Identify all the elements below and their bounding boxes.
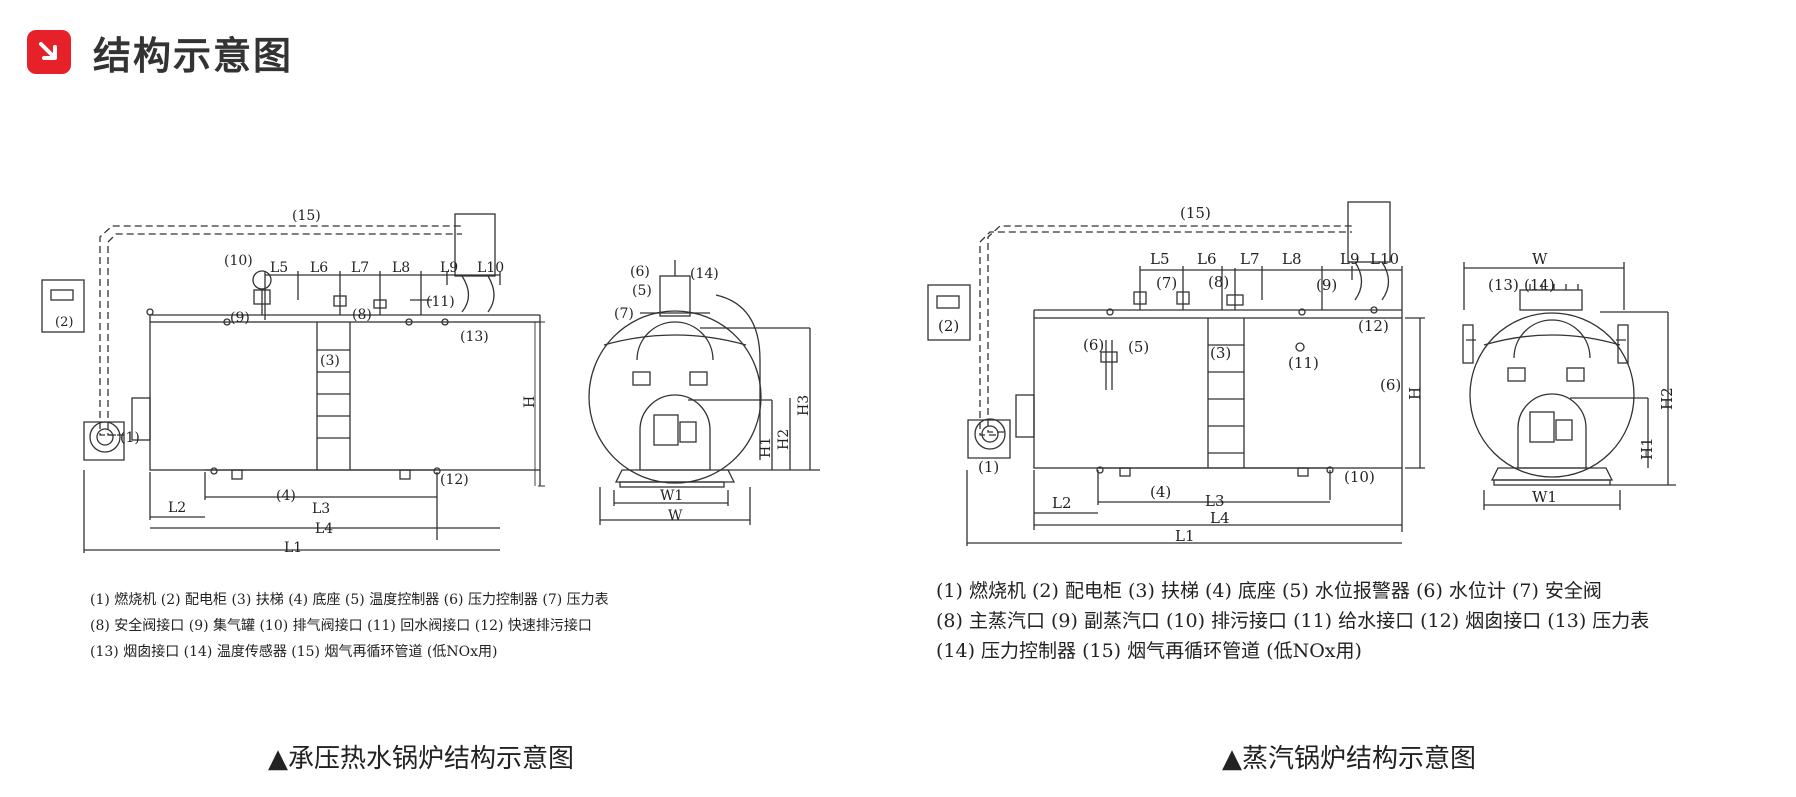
steam-callout-9: (9): [1316, 276, 1337, 294]
hot-water-dim-w1: W1: [660, 488, 683, 504]
steam-callout-15: (15): [1180, 204, 1211, 222]
legend-line: (14) 压力控制器 (15) 烟气再循环管道 (低NOx用): [936, 640, 1362, 662]
hot-water-callout-7: (7): [614, 306, 634, 322]
hot-water-dim-l8: L8: [392, 260, 410, 276]
steam-dim-l4: L4: [1210, 509, 1230, 527]
hot-water-callout-8: (8): [352, 307, 372, 323]
steam-dim-w: W: [1532, 250, 1548, 268]
steam-front-view: [1462, 262, 1676, 510]
steam-callout-1: (1): [978, 458, 999, 476]
steam-dim-h1: H1: [1638, 437, 1656, 460]
steam-callout-6: (6): [1083, 336, 1104, 354]
steam-callout-8: (8): [1208, 273, 1229, 291]
legend-line: (1) 燃烧机 (2) 配电柜 (3) 扶梯 (4) 底座 (5) 水位报警器 …: [936, 580, 1602, 602]
steam-callout-7: (7): [1156, 274, 1177, 292]
hot-water-dim-l9: L9: [440, 260, 458, 276]
steam-dim-l6: L6: [1197, 250, 1217, 268]
steam-dim-l5: L5: [1150, 250, 1170, 268]
steam-caption: ▲蒸汽锅炉结构示意图: [1222, 744, 1476, 774]
arrow-down-right-icon: [27, 30, 71, 74]
steam-dim-w1: W1: [1532, 488, 1557, 506]
steam-dim-h: H: [1406, 387, 1424, 400]
hot-water-callout-14: (14): [690, 266, 719, 282]
steam-side-view: [927, 201, 1425, 546]
steam-dim-l8: L8: [1282, 250, 1302, 268]
page-title: 结构示意图: [93, 33, 294, 78]
steam-callout-12: (12): [1358, 317, 1389, 335]
hot-water-dim-l2: L2: [168, 500, 186, 516]
hot-water-dim-l3: L3: [312, 501, 330, 517]
hot-water-callout-5: (5): [632, 283, 652, 299]
steam-dim-l9: L9: [1340, 250, 1360, 268]
steam-callout-5: (5): [1128, 338, 1149, 356]
hot-water-caption: ▲承压热水锅炉结构示意图: [268, 744, 574, 774]
hot-water-dim-h: H: [522, 396, 538, 408]
hot-water-callout-4: (4): [276, 488, 296, 504]
steam-dim-l7: L7: [1240, 250, 1260, 268]
steam-callout-11: (11): [1288, 354, 1319, 372]
hot-water-callout-11: (11): [426, 294, 455, 310]
steam-callout-6-side: (6): [1380, 376, 1401, 394]
hot-water-callout-10: (10): [224, 253, 253, 269]
hot-water-dim-l10: L10: [477, 260, 504, 276]
hot-water-callout-6: (6): [630, 264, 650, 280]
steam-dim-l1: L1: [1175, 527, 1195, 545]
steam-callout-10: (10): [1344, 468, 1375, 486]
hot-water-dim-l4: L4: [315, 521, 333, 537]
steam-callout-3: (3): [1210, 344, 1231, 362]
hot-water-callout-13: (13): [460, 329, 489, 345]
hot-water-dim-l6: L6: [310, 260, 328, 276]
hot-water-callout-9: (9): [230, 310, 250, 326]
hot-water-callout-12: (12): [440, 472, 469, 488]
hot-water-callout-2: (2): [55, 315, 73, 330]
legend-line: (8) 安全阀接口 (9) 集气罐 (10) 排气阀接口 (11) 回水阀接口 …: [90, 618, 592, 634]
legend-line: (8) 主蒸汽口 (9) 副蒸汽口 (10) 排污接口 (11) 给水接口 (1…: [936, 610, 1650, 632]
hot-water-callout-3: (3): [320, 353, 340, 369]
steam-dim-l3: L3: [1205, 492, 1225, 510]
hot-water-front-view: [588, 260, 820, 525]
steam-dim-h2: H2: [1658, 387, 1676, 410]
hot-water-dim-l1: L1: [284, 540, 302, 556]
steam-callout-14: (14): [1524, 276, 1555, 294]
hot-water-callout-15: (15): [292, 208, 321, 224]
steam-callout-4: (4): [1150, 483, 1171, 501]
legend-line: (1) 燃烧机 (2) 配电柜 (3) 扶梯 (4) 底座 (5) 温度控制器 …: [90, 592, 609, 608]
hot-water-dim-l7: L7: [351, 260, 369, 276]
hot-water-dim-w: W: [668, 508, 683, 524]
section-header: 结构示意图: [27, 28, 293, 78]
steam-dim-l10: L10: [1370, 250, 1399, 268]
hot-water-dim-h2: H2: [776, 429, 792, 450]
hot-water-dim-l5: L5: [270, 260, 288, 276]
hot-water-legend: (1) 燃烧机 (2) 配电柜 (3) 扶梯 (4) 底座 (5) 温度控制器 …: [90, 587, 609, 665]
steam-legend: (1) 燃烧机 (2) 配电柜 (3) 扶梯 (4) 底座 (5) 水位报警器 …: [936, 576, 1649, 666]
hot-water-callout-1: (1): [120, 430, 140, 446]
legend-line: (13) 烟囱接口 (14) 温度传感器 (15) 烟气再循环管道 (低NOx用…: [90, 644, 498, 660]
hot-water-dim-h1: H1: [758, 437, 774, 458]
hot-water-dim-h3: H3: [796, 395, 812, 416]
hot-water-side-view: [41, 213, 545, 553]
steam-callout-2: (2): [938, 317, 959, 335]
steam-callout-13: (13): [1488, 276, 1519, 294]
steam-dim-l2: L2: [1052, 494, 1072, 512]
